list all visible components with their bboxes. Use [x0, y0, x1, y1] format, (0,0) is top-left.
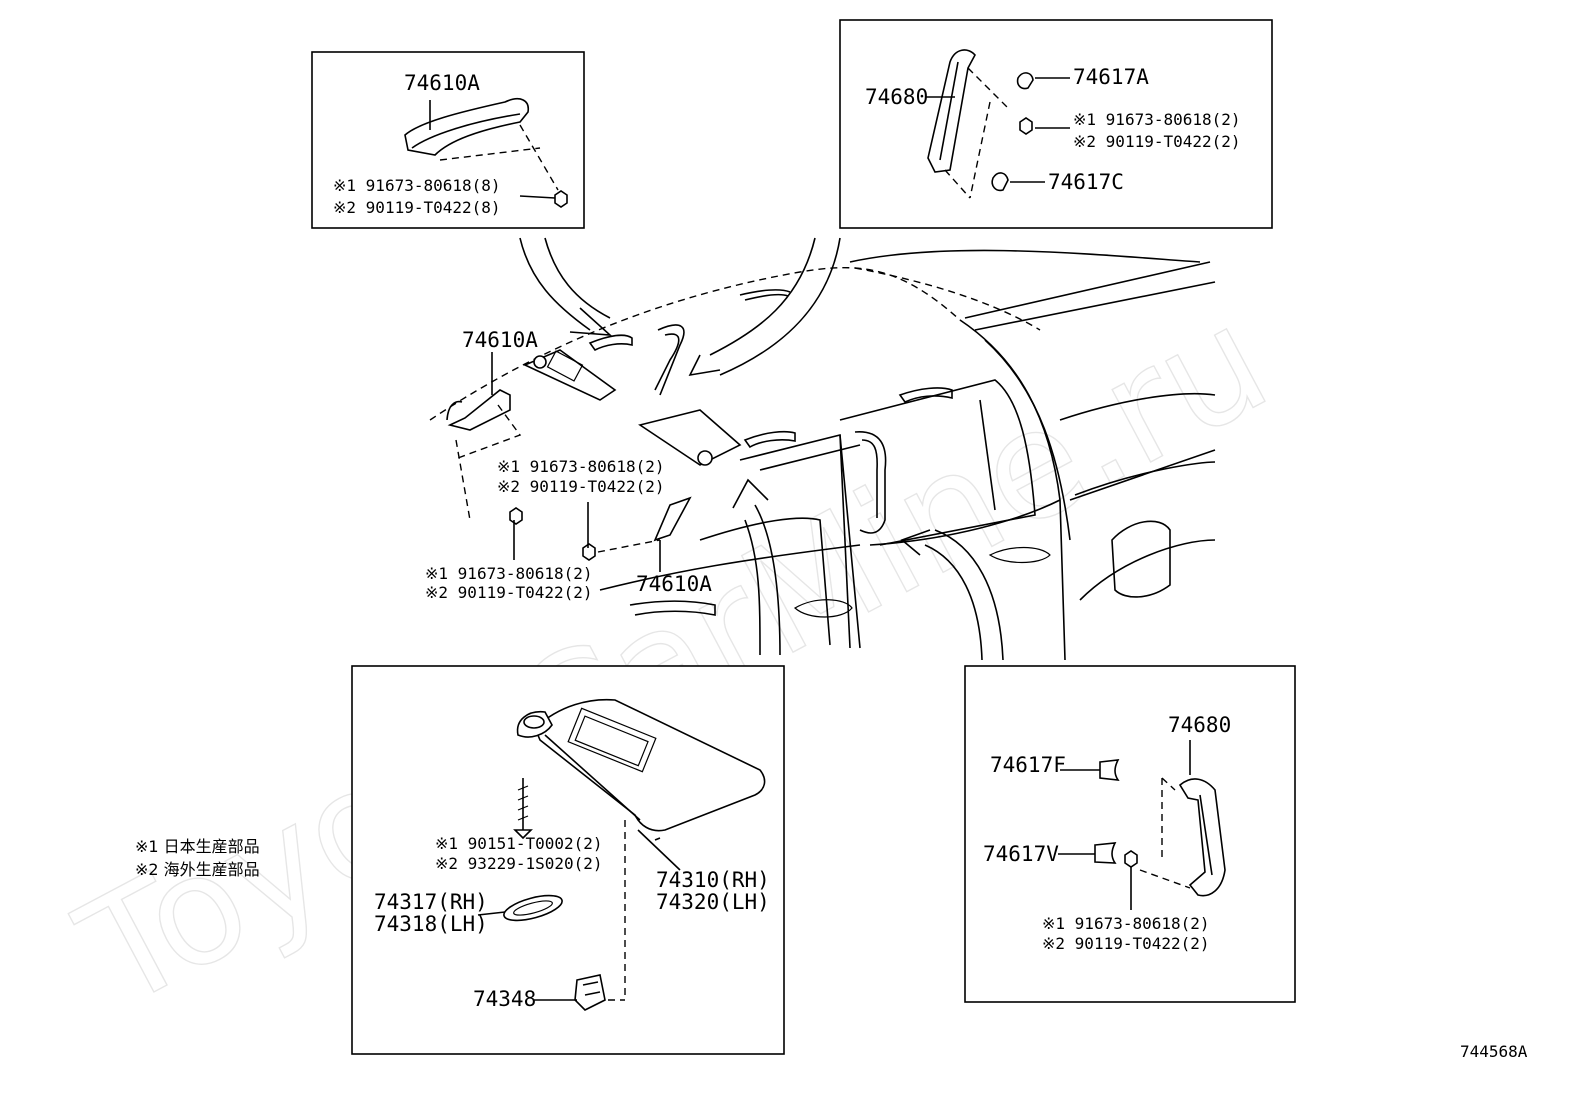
box-bottom-right: 74680 74617F 74617V ※1 91673-80618(2) ※2…	[964, 665, 1296, 1003]
legend-note-1: ※1 日本生産部品	[135, 837, 260, 856]
bracket-rh-label: 74317(RH)	[374, 890, 488, 914]
box-br-ref2: ※2 90119-T0422(2)	[1042, 934, 1210, 953]
main-grip-mid-ref1: ※1 91673-80618(2)	[497, 457, 665, 476]
box-br-cap-f-label: 74617F	[990, 753, 1066, 777]
pointer-arrows	[519, 237, 1004, 661]
box-tr-ref1: ※1 91673-80618(2)	[1073, 110, 1241, 129]
main-grip-front-label: 74610A	[462, 328, 538, 352]
box-tr-cap-a-label: 74617A	[1073, 65, 1149, 89]
box-br-grip-label: 74680	[1168, 713, 1231, 737]
box-br-ref1: ※1 91673-80618(2)	[1042, 914, 1210, 933]
main-grip-mid-ref2: ※2 90119-T0422(2)	[497, 477, 665, 496]
box-top-right: 74680 74617A ※1 91673-80618(2) ※2 90119-…	[839, 19, 1273, 229]
main-grip-front-ref2: ※2 90119-T0422(2)	[425, 583, 593, 602]
visor-screw-ref2: ※2 93229-1S020(2)	[435, 854, 603, 873]
visor-lh-label: 74320(LH)	[656, 890, 770, 914]
holder-label: 74348	[473, 987, 536, 1011]
box-top-left: 74610A ※1 91673-80618(8) ※2 90119-T0422(…	[311, 51, 585, 229]
box-bottom-center: ※1 90151-T0002(2) ※2 93229-1S020(2) 7431…	[351, 665, 785, 1055]
box-tl-ref2: ※2 90119-T0422(8)	[333, 198, 501, 217]
box-br-cap-v-label: 74617V	[983, 842, 1059, 866]
main-grip-front-ref1: ※1 91673-80618(2)	[425, 564, 593, 583]
main-bolts	[509, 502, 661, 561]
parts-diagram: ToyotaCarMine.ru	[54, 19, 1528, 1061]
box-tl-part-label: 74610A	[404, 71, 480, 95]
visor-screw-ref1: ※1 90151-T0002(2)	[435, 834, 603, 853]
main-grip-pillar-label: 74610A	[636, 572, 712, 596]
box-tr-grip-label: 74680	[865, 85, 928, 109]
bracket-lh-label: 74318(LH)	[374, 912, 488, 936]
car-roof-outline	[429, 249, 1216, 661]
drawing-code: 744568A	[1460, 1042, 1528, 1061]
legend-note-2: ※2 海外生産部品	[135, 860, 260, 879]
visor-rh-label: 74310(RH)	[656, 868, 770, 892]
box-tl-ref1: ※1 91673-80618(8)	[333, 176, 501, 195]
box-tr-cap-c-label: 74617C	[1048, 170, 1124, 194]
box-tr-ref2: ※2 90119-T0422(2)	[1073, 132, 1241, 151]
